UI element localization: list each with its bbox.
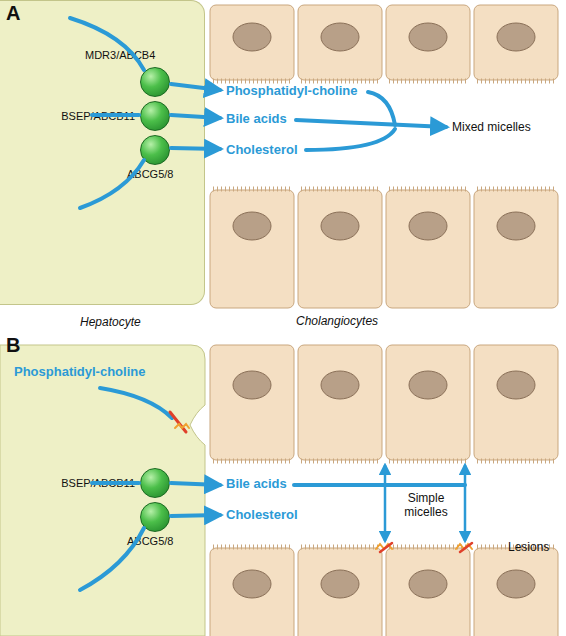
block-mark — [170, 412, 186, 432]
cholangiocyte — [210, 189, 294, 308]
cholangiocyte — [386, 5, 470, 81]
lesion-label: Lesions — [508, 540, 549, 554]
cholangiocyte — [474, 345, 558, 461]
hepatocyte-cell — [0, 345, 205, 636]
lesion-mark — [380, 543, 392, 552]
branch-line — [294, 483, 465, 487]
lipid-label: Phosphatidyl-choline — [14, 364, 145, 379]
transporter-circle: BSEP/ABCB11 — [140, 468, 170, 498]
cholangiocyte — [210, 547, 294, 636]
micelle-label: Mixed micelles — [452, 120, 531, 134]
cell-label: Cholangiocytes — [296, 314, 378, 328]
flow-arrow — [464, 465, 467, 485]
lesion-mark — [376, 544, 392, 549]
cholangiocyte — [298, 5, 382, 81]
lesion-mark — [460, 543, 472, 552]
transporter-circle: ABCG5/8 — [140, 502, 170, 532]
cholangiocyte — [474, 5, 558, 81]
flow-arrow — [384, 485, 387, 541]
cell-label: Hepatocyte — [80, 315, 141, 329]
transporter-label: MDR3/ABCB4 — [85, 49, 155, 61]
cholangiocyte — [386, 547, 470, 636]
lipid-label: Cholesterol — [226, 142, 298, 157]
panel-letter: B — [6, 334, 20, 357]
flow-line — [80, 528, 144, 590]
cholangiocyte — [474, 189, 558, 308]
flow-arrow — [296, 120, 446, 127]
panel-letter: A — [6, 2, 20, 25]
cholangiocyte — [386, 345, 470, 461]
cholangiocyte — [298, 345, 382, 461]
lipid-label: Cholesterol — [226, 507, 298, 522]
flow-arrow — [464, 485, 467, 541]
bile-acid-label: Bile acids — [226, 111, 287, 126]
flow-arrow — [171, 483, 220, 485]
cholangiocyte — [210, 5, 294, 81]
bile-acid-label: Bile acids — [226, 476, 287, 491]
lipid-label: Phosphatidyl-choline — [226, 83, 357, 98]
merge-line — [368, 92, 395, 125]
transporter-circle: MDR3/ABCB4 — [140, 67, 170, 97]
lesion-mark — [456, 544, 472, 549]
flow-arrow — [171, 115, 220, 118]
flow-arrow — [171, 84, 220, 90]
transporter-circle: ABCG5/8 — [140, 135, 170, 165]
flow-line — [100, 388, 172, 418]
flow-line — [80, 160, 144, 208]
transporter-label: BSEP/ABCB11 — [61, 110, 135, 122]
flow-line — [92, 113, 139, 117]
micelle-label: Simple micelles — [398, 491, 454, 519]
cholangiocyte — [298, 189, 382, 308]
transporter-label: ABCG5/8 — [127, 535, 173, 547]
flow-arrow — [171, 148, 220, 149]
cholangiocyte — [210, 345, 294, 461]
flow-arrow — [384, 465, 387, 485]
flow-arrow — [171, 515, 220, 516]
merge-line — [306, 129, 395, 150]
transporter-label: ABCG5/8 — [127, 168, 173, 180]
flow-line — [70, 18, 144, 70]
cholangiocyte — [474, 547, 558, 636]
cholangiocyte — [298, 547, 382, 636]
flow-line — [92, 481, 139, 485]
lesion-mark — [175, 424, 189, 428]
transporter-label: BSEP/ABCB11 — [61, 477, 135, 489]
transporter-circle: BSEP/ABCB11 — [140, 101, 170, 131]
hepatocyte-cell: HepatocyteMDR3/ABCB4BSEP/ABCB11ABCG5/8 — [0, 0, 205, 305]
cholangiocyte — [386, 189, 470, 308]
